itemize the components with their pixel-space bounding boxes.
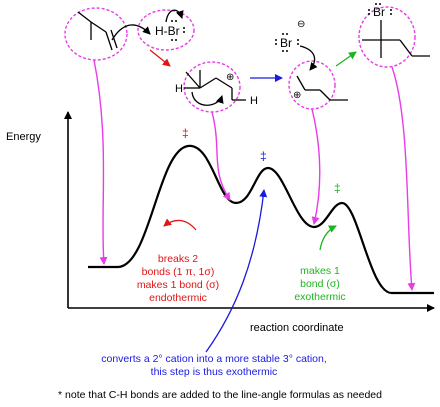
alkene-structure (77, 11, 118, 51)
hbr-label: H-Br (155, 24, 180, 38)
connector-reactants (93, 59, 108, 265)
step2-annotation: converts a 2° cation into a more stable … (101, 353, 327, 378)
connector-tertiary-cation (311, 108, 321, 225)
step2-line2: this step is thus exothermic (151, 366, 278, 378)
pi-bond-arrow (111, 24, 151, 41)
product-br-lone-pairs (368, 3, 392, 15)
step1-line3: makes 1 bond (σ) (137, 279, 219, 291)
secondary-cation-charge: ⊕ (226, 72, 234, 83)
x-axis-label: reaction coordinate (250, 322, 344, 334)
step3-annotation: makes 1 bond (σ) exothermic (294, 265, 345, 303)
alkene-highlight (64, 7, 128, 61)
step3-line3: exothermic (294, 291, 345, 303)
step1-line4: endothermic (149, 292, 207, 304)
connector-secondary-cation (211, 111, 231, 201)
hbr-bond-arrow (165, 9, 184, 23)
hydride-shift-arrow (191, 91, 224, 106)
step3-line2: bond (σ) (300, 278, 340, 290)
hydride-h-label: H (175, 83, 183, 95)
bromide-label: Br (280, 36, 292, 50)
step2-line1: converts a 2° cation into a more stable … (101, 353, 327, 365)
tertiary-cation-charge: ⊕ (293, 90, 301, 101)
product-highlight (358, 6, 416, 68)
tertiary-cation-structure (296, 75, 348, 101)
bromide-charge: ⊖ (297, 19, 305, 30)
y-axis-label: Energy (6, 131, 41, 143)
step1-annotation: breaks 2 bonds (1 π, 1σ) makes 1 bond (σ… (137, 253, 219, 304)
hbr-lone-pairs (171, 20, 185, 41)
bromide-lone-pairs (275, 33, 299, 52)
step1-annotation-arrow (163, 218, 197, 231)
step1-line2: bonds (1 π, 1σ) (142, 266, 215, 278)
step1-line1: breaks 2 (158, 253, 198, 265)
step3-annotation-arrow (319, 225, 337, 251)
secondary-h-label: H (250, 95, 258, 107)
product-structure (362, 20, 430, 58)
step1-reaction-arrow (149, 49, 171, 67)
step3-line1: makes 1 (300, 265, 340, 277)
step3-reaction-arrow (335, 51, 357, 67)
product-br-label: Br (373, 5, 385, 19)
energy-curve (88, 144, 434, 295)
step2-annotation-arrow (205, 189, 268, 353)
secondary-cation-structure (184, 70, 246, 101)
hbr-highlight (137, 9, 195, 51)
footnote: * note that C-H bonds are added to the l… (58, 389, 382, 401)
ts3-marker: ‡ (334, 181, 341, 195)
ts1-marker: ‡ (182, 126, 189, 140)
connector-product (391, 66, 416, 291)
ts2-marker: ‡ (260, 149, 267, 163)
bromide-attack-arrow (299, 45, 318, 71)
